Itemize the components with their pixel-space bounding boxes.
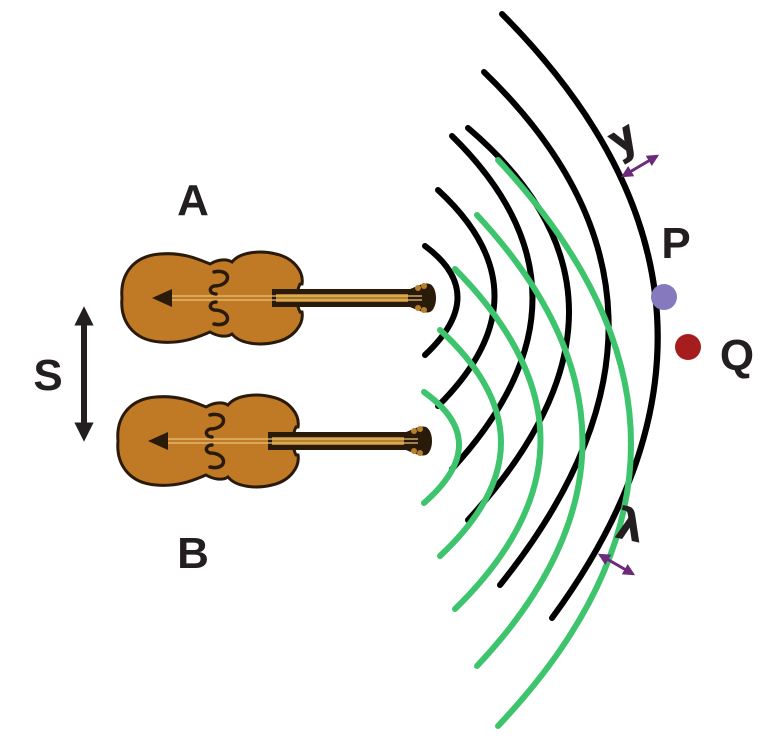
separation-label: S — [33, 351, 62, 400]
wavefront-b-1 — [421, 389, 462, 506]
wavefront-b-4 — [474, 212, 586, 669]
source-b-label: B — [177, 529, 209, 578]
violin-b — [116, 393, 434, 489]
wavefront-b-5 — [495, 157, 634, 729]
violin-icon — [120, 250, 438, 346]
point-p-marker — [651, 284, 677, 310]
point-q-marker — [675, 334, 701, 360]
wavefront-a-5 — [481, 69, 612, 588]
wavefront-a-2 — [435, 187, 498, 409]
wavelength-label-top: λ — [600, 114, 650, 172]
wavefront-a-1 — [422, 243, 461, 358]
wavefronts-source-b — [421, 157, 634, 729]
wavelength-arrow-top — [620, 154, 660, 178]
violin-icon — [116, 393, 434, 489]
violin-a — [120, 250, 438, 346]
point-p-label: P — [661, 219, 690, 268]
point-q-label: Q — [720, 331, 754, 380]
wavefront-b-3 — [452, 266, 544, 612]
wavefront-a-6 — [499, 11, 661, 621]
wavefront-a-3 — [449, 133, 536, 472]
source-a-label: A — [177, 176, 209, 225]
wavelength-arrow-bottom — [597, 553, 636, 576]
wavefront-b-2 — [437, 327, 504, 559]
